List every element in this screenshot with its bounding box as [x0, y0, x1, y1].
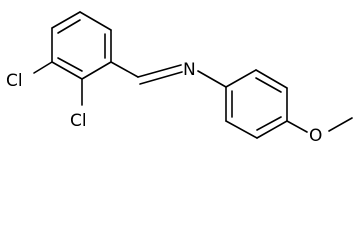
- dichlorophenyl-ring: [51, 11, 112, 80]
- chemical-structure: Cl Cl N O: [6, 11, 353, 146]
- chlorine-label-upper: Cl: [6, 71, 23, 91]
- cl-bond-upper: [33, 61, 53, 74]
- ring-double-bond: [255, 77, 282, 93]
- n-aryl-bond: [197, 70, 227, 88]
- methoxyphenyl-ring: [225, 69, 288, 139]
- ring-bond: [225, 120, 258, 139]
- chlorine-label-lower: Cl: [70, 111, 87, 131]
- ring-bond: [79, 11, 112, 31]
- ring-bond: [256, 120, 288, 139]
- ring-bond: [51, 61, 83, 80]
- o-methyl-bond: [328, 117, 353, 132]
- ring-double-bond: [57, 57, 83, 72]
- imine-double-bond: [137, 64, 182, 78]
- nitrogen-label: N: [183, 60, 196, 80]
- ring-double-bond: [57, 19, 81, 34]
- ring-bond: [255, 69, 288, 89]
- ring-bond: [51, 11, 81, 29]
- oxygen-label: O: [309, 126, 322, 146]
- ring-bond: [225, 69, 257, 88]
- imine-double-bond: [139, 71, 183, 85]
- aryl-o-bond: [286, 120, 308, 133]
- ring-bond: [81, 61, 112, 80]
- aryl-ch-bond: [110, 61, 139, 78]
- ring-double-bond: [256, 116, 282, 131]
